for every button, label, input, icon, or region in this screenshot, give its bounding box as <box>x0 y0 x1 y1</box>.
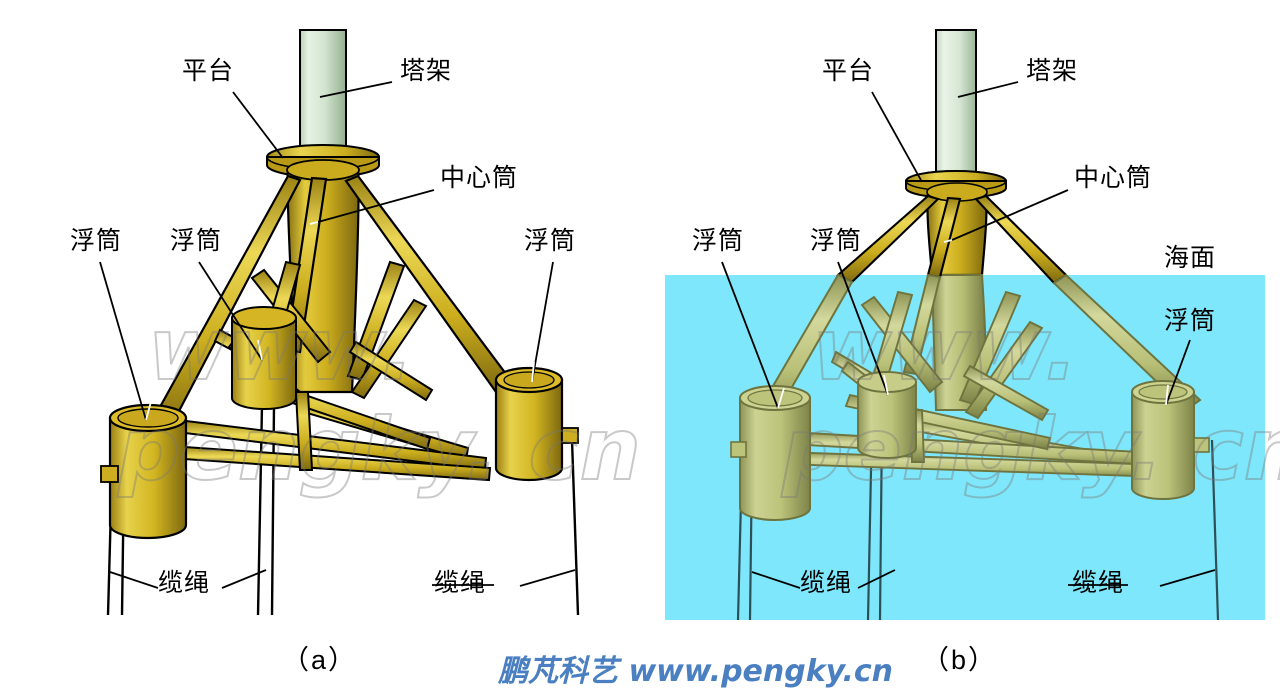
leader-lines-a-white <box>145 221 535 421</box>
tower-a <box>299 29 347 161</box>
label-sea-surface-b: 海面 <box>1164 243 1217 272</box>
label-central-column-b: 中心筒 <box>1074 163 1153 192</box>
label-cable-left-a: 缆绳 <box>158 568 211 597</box>
label-cable-right-a: 缆绳 <box>434 568 487 597</box>
label-pontoon-mid-b: 浮筒 <box>810 226 863 255</box>
pontoon-right-b <box>1131 380 1210 500</box>
label-pontoon-mid-a: 浮筒 <box>170 226 223 255</box>
leader-lines-b-white <box>777 239 1169 409</box>
label-pontoon-right-a: 浮筒 <box>524 226 577 255</box>
label-cable-left-b: 缆绳 <box>800 568 853 597</box>
mooring-cables-b <box>736 419 1220 621</box>
panel-b-structure <box>665 29 1265 621</box>
label-platform-b: 平台 <box>822 56 875 85</box>
label-tower-b: 塔架 <box>1026 56 1079 85</box>
label-pontoon-right-b: 浮筒 <box>1164 306 1217 335</box>
pontoon-mid-a <box>231 306 297 410</box>
label-cable-right-b: 缆绳 <box>1072 568 1125 597</box>
panel-a-structure <box>99 29 580 616</box>
caption-panel-b: （b） <box>922 645 998 675</box>
label-pontoon-left-b: 浮筒 <box>692 226 745 255</box>
label-platform-a: 平台 <box>182 56 235 85</box>
leader-lines-a <box>99 81 576 589</box>
leader-lines-b <box>721 81 1216 589</box>
tower-b <box>935 29 977 181</box>
pontoon-mid-b <box>857 371 917 459</box>
pontoon-right-a <box>494 366 579 482</box>
label-tower-a: 塔架 <box>400 56 453 85</box>
label-central-column-a: 中心筒 <box>440 163 519 192</box>
caption-panel-a: （a） <box>282 645 358 675</box>
site-watermark: 鹏芃科艺 www.pengky.cn <box>498 654 894 689</box>
pontoon-left-a <box>100 403 188 540</box>
label-pontoon-left-a: 浮筒 <box>70 226 123 255</box>
